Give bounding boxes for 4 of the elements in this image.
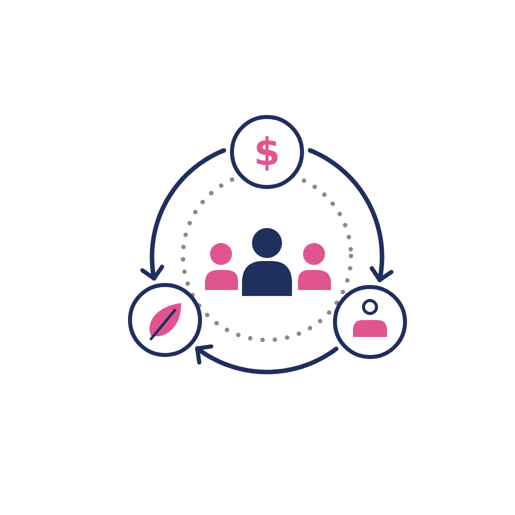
curved-arrow [195, 344, 338, 374]
curved-arrow [140, 148, 226, 281]
curved-arrow [308, 148, 394, 282]
dollar-sign: $ [254, 133, 280, 171]
